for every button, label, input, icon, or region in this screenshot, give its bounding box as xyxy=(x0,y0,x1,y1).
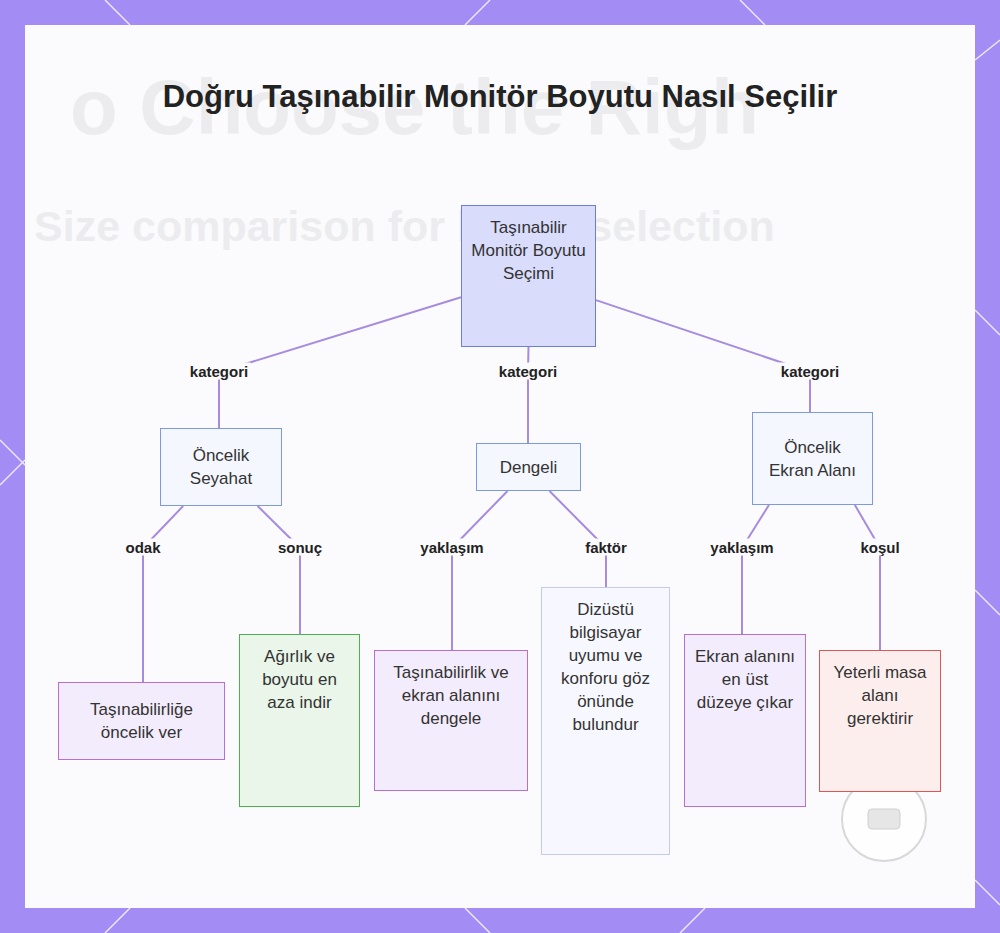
node-text-group: Yeterli masa alanı gerektirir xyxy=(828,661,932,730)
edge-label: faktör xyxy=(582,539,630,556)
approach-box: Ekran alanını en üst düzeye çıkar xyxy=(684,634,806,807)
connector-line xyxy=(855,505,880,650)
connector-line xyxy=(258,506,300,634)
watermark-text: Size comparison for better selection xyxy=(34,202,775,251)
edge-label: odak xyxy=(122,539,163,556)
approach-box: Taşınabilirliğe öncelik ver xyxy=(58,682,225,760)
connector-line xyxy=(219,297,461,428)
connector-line xyxy=(452,491,508,650)
edge-label: kategori xyxy=(778,363,842,380)
category-box: Öncelik Ekran Alanı xyxy=(752,412,873,505)
root-box: Taşınabilir Monitör Boyutu Seçimi xyxy=(461,205,596,347)
approach-box: Taşınabilirlik ve ekran alanını dengele xyxy=(374,650,528,791)
connector-line xyxy=(742,505,769,634)
condition-box: Yeterli masa alanı gerektirir xyxy=(819,650,941,792)
node-text-group: Öncelik Seyahat xyxy=(169,444,273,490)
node-text-group: Ağırlık ve boyutu en aza indir xyxy=(248,645,351,714)
node-text: Ekran alanını en üst düzeye çıkar xyxy=(693,645,797,714)
node-text-group: Dengeli xyxy=(500,456,558,479)
node-text-group: Dizüstü bilgisayar uyumu ve konforu göz … xyxy=(550,598,661,736)
node-text-group: Taşınabilirliğe öncelik ver xyxy=(67,698,216,744)
edge-label: koşul xyxy=(857,539,902,556)
node-text: Öncelik Seyahat xyxy=(169,444,273,490)
node-text: Dengeli xyxy=(500,456,558,479)
node-text-group: Taşınabilir Monitör Boyutu Seçimi xyxy=(470,216,587,285)
node-text-group: Ekran alanını en üst düzeye çıkar xyxy=(693,645,797,714)
node-text: Taşınabilir Monitör Boyutu Seçimi xyxy=(470,216,587,285)
edge-label: kategori xyxy=(187,363,251,380)
edge-label: sonuç xyxy=(275,539,325,556)
node-text: Taşınabilirliğe öncelik ver xyxy=(67,698,216,744)
node-text: Ağırlık ve boyutu en aza indir xyxy=(248,645,351,714)
result-box: Ağırlık ve boyutu en aza indir xyxy=(239,634,360,807)
connector-line xyxy=(143,506,183,682)
edge-label: kategori xyxy=(496,363,560,380)
category-box: Öncelik Seyahat xyxy=(160,428,282,506)
edge-label: yaklaşım xyxy=(417,539,486,556)
node-text-group: Taşınabilirlik ve ekran alanını dengele xyxy=(383,661,519,730)
node-text: Taşınabilirlik ve ekran alanını dengele xyxy=(383,661,519,730)
node-text-group: Öncelik Ekran Alanı xyxy=(761,436,864,482)
node-text: Öncelik Ekran Alanı xyxy=(761,436,864,482)
connector-line xyxy=(527,347,530,443)
category-box: Dengeli xyxy=(476,443,581,491)
connector-line xyxy=(596,300,810,412)
node-text: Dizüstü bilgisayar uyumu ve konforu göz … xyxy=(550,598,661,736)
diagram-title: Doğru Taşınabilir Monitör Boyutu Nasıl S… xyxy=(150,76,850,117)
edge-label: yaklaşım xyxy=(707,539,776,556)
factor-box: Dizüstü bilgisayar uyumu ve konforu göz … xyxy=(541,587,670,855)
node-text: Yeterli masa alanı gerektirir xyxy=(828,661,932,730)
